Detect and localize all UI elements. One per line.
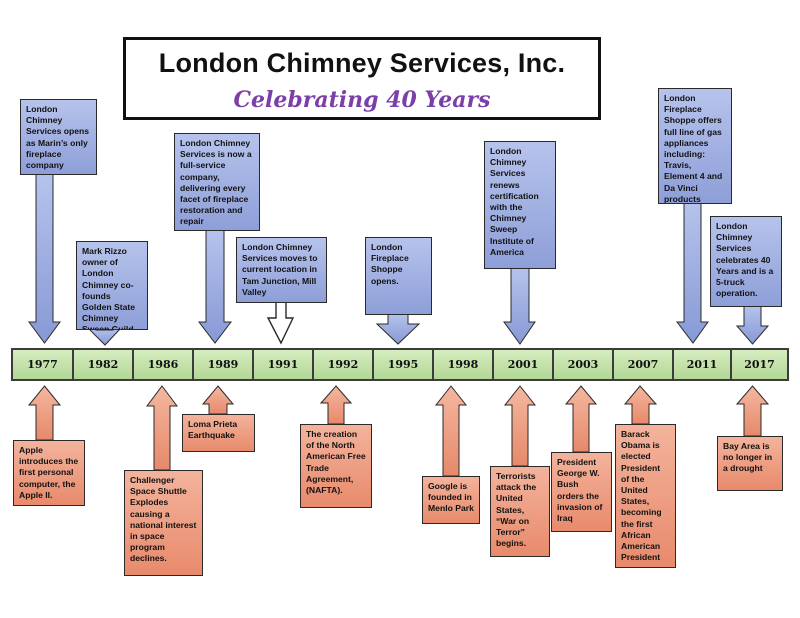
world-event-callout: Terrorists attack the United States, “Wa… bbox=[490, 466, 550, 557]
arrow-up-1986 bbox=[146, 385, 178, 471]
company-event-callout: London Chimney Services is now a full-se… bbox=[174, 133, 260, 231]
year-cell: 1977 bbox=[27, 358, 58, 371]
arrow-down-1989 bbox=[197, 229, 233, 344]
arrow-up-2001 bbox=[503, 385, 537, 467]
timeline-bar: 1977 1982 1986 1989 1991 1992 1995 1998 … bbox=[11, 348, 789, 381]
year-cell: 1992 bbox=[312, 350, 372, 379]
arrow-down-2001 bbox=[503, 267, 536, 345]
arrow-up-1992 bbox=[319, 385, 353, 425]
company-event-callout: London Chimney Services opens as Marin’s… bbox=[20, 99, 97, 175]
arrow-down-1977 bbox=[28, 173, 61, 344]
arrow-down-1995 bbox=[375, 313, 421, 345]
arrow-up-2003 bbox=[564, 385, 598, 453]
company-event-callout: London Chimney Services renews certifica… bbox=[484, 141, 556, 269]
company-event-callout: Mark Rizzo owner of London Chimney co-fo… bbox=[76, 241, 148, 330]
year-cell: 1986 bbox=[132, 350, 192, 379]
company-event-callout: London Chimney Services celebrates 40 Ye… bbox=[710, 216, 782, 307]
arrow-down-2011 bbox=[675, 202, 709, 344]
world-event-callout: Bay Area is no longer in a drought bbox=[717, 436, 783, 491]
world-event-callout: Google is founded in Menlo Park bbox=[422, 476, 480, 524]
year-cell: 2007 bbox=[612, 350, 672, 379]
world-event-callout: Apple introduces the first personal comp… bbox=[13, 440, 85, 506]
company-event-callout: London Chimney Services moves to current… bbox=[236, 237, 327, 303]
arrow-up-1998 bbox=[434, 385, 468, 477]
company-event-callout: London Fireplace Shoppe opens. bbox=[365, 237, 432, 315]
arrow-up-2017 bbox=[735, 385, 770, 437]
year-cell: 1998 bbox=[432, 350, 492, 379]
year-cell: 1989 bbox=[192, 350, 252, 379]
company-event-callout: London Fireplace Shoppe offers full line… bbox=[658, 88, 732, 204]
arrow-down-1982 bbox=[86, 327, 123, 346]
year-cell: 1995 bbox=[372, 350, 432, 379]
world-event-callout: The creation of the North American Free … bbox=[300, 424, 372, 508]
page-subtitle: Celebrating 40 Years bbox=[233, 87, 491, 113]
year-cell: 2003 bbox=[552, 350, 612, 379]
year-cell: 2017 bbox=[730, 350, 787, 379]
year-cell: 2011 bbox=[672, 350, 730, 379]
arrow-up-2007 bbox=[623, 385, 658, 425]
year-cell: 1991 bbox=[252, 350, 312, 379]
arrow-up-1989 bbox=[201, 385, 235, 415]
world-event-callout: Barack Obama is elected President of the… bbox=[615, 424, 676, 568]
arrow-down-2017 bbox=[735, 305, 770, 345]
title-box: London Chimney Services, Inc. Celebratin… bbox=[123, 37, 601, 120]
arrow-down-1991 bbox=[266, 301, 295, 345]
world-event-callout: President George W. Bush orders the inva… bbox=[551, 452, 612, 532]
page-title: London Chimney Services, Inc. bbox=[158, 48, 566, 78]
year-cell: 2001 bbox=[492, 350, 552, 379]
world-event-callout: Loma Prieta Earthquake bbox=[182, 414, 255, 452]
world-event-callout: Challenger Space Shuttle Explodes causin… bbox=[124, 470, 203, 576]
year-cell: 1982 bbox=[72, 350, 132, 379]
arrow-up-1977 bbox=[27, 385, 62, 441]
